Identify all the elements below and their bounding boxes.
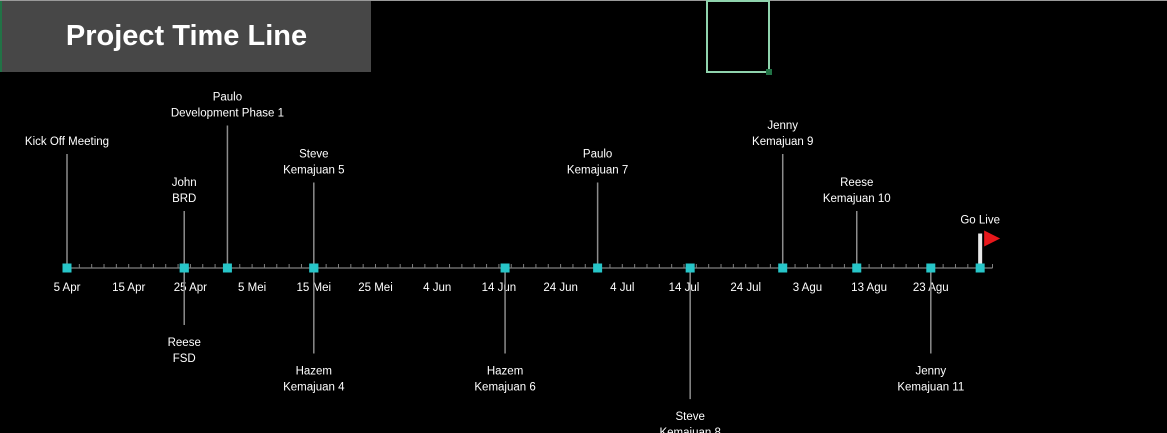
event-label: Steve (299, 149, 328, 161)
event-label: Reese (168, 337, 201, 349)
event-marker (309, 263, 319, 273)
event-label: Kemajuan 9 (752, 136, 813, 148)
event-marker (926, 263, 936, 273)
event-label: Kemajuan 6 (474, 382, 535, 394)
event-marker (778, 263, 788, 273)
fill-handle[interactable] (766, 69, 772, 75)
event-label: Go Live (960, 215, 1000, 227)
event-marker (852, 263, 862, 273)
axis-tick-label: 5 Apr (54, 282, 81, 294)
axis-tick-label: 13 Agu (851, 282, 887, 294)
axis-tick-label: 15 Apr (112, 282, 145, 294)
selected-cell[interactable] (706, 0, 770, 73)
chart-title: Project Time Line (65, 20, 308, 52)
event-marker (222, 263, 232, 273)
axis-tick-label: 24 Jun (543, 282, 578, 294)
event-label: BRD (172, 193, 196, 205)
event-label: Paulo (213, 92, 242, 104)
event-label: Jenny (915, 366, 946, 378)
axis-tick-label: 3 Agu (793, 282, 822, 294)
event-marker (500, 263, 510, 273)
event-label: Kemajuan 4 (283, 382, 345, 394)
event-label: Reese (840, 177, 873, 189)
event-label: John (172, 177, 197, 189)
event-label: Development Phase 1 (171, 108, 284, 120)
axis-tick-label: 5 Mei (238, 282, 266, 294)
event-label: FSD (173, 353, 196, 365)
event-marker (975, 263, 985, 273)
event-marker (179, 263, 189, 273)
event-label: Kick Off Meeting (25, 136, 109, 148)
flag-pole-icon (978, 233, 983, 268)
axis-tick-label: 14 Jun (482, 282, 517, 294)
axis-tick-label: 25 Apr (174, 282, 207, 294)
event-label: Kemajuan 7 (567, 165, 628, 177)
event-label: Kemajuan 5 (283, 165, 344, 177)
event-label: Paulo (583, 149, 612, 161)
axis-tick-label: 24 Jul (730, 282, 761, 294)
event-marker (62, 263, 72, 273)
event-label: Kemajuan 8 (659, 427, 720, 433)
event-label: Steve (675, 411, 704, 423)
axis-tick-label: 4 Jul (610, 282, 634, 294)
event-label: Hazem (487, 366, 523, 378)
event-marker (593, 263, 603, 273)
event-label: Hazem (296, 366, 332, 378)
axis-tick-label: 4 Jun (423, 282, 451, 294)
axis-tick-label: 14 Jul (669, 282, 700, 294)
event-label: Kemajuan 10 (823, 193, 891, 205)
flag-icon (984, 230, 1001, 247)
event-label: Jenny (767, 120, 798, 132)
title-banner: Project Time Line (0, 1, 371, 72)
axis-tick-label: 25 Mei (358, 282, 393, 294)
event-label: Kemajuan 11 (897, 382, 964, 394)
event-marker (685, 263, 695, 273)
